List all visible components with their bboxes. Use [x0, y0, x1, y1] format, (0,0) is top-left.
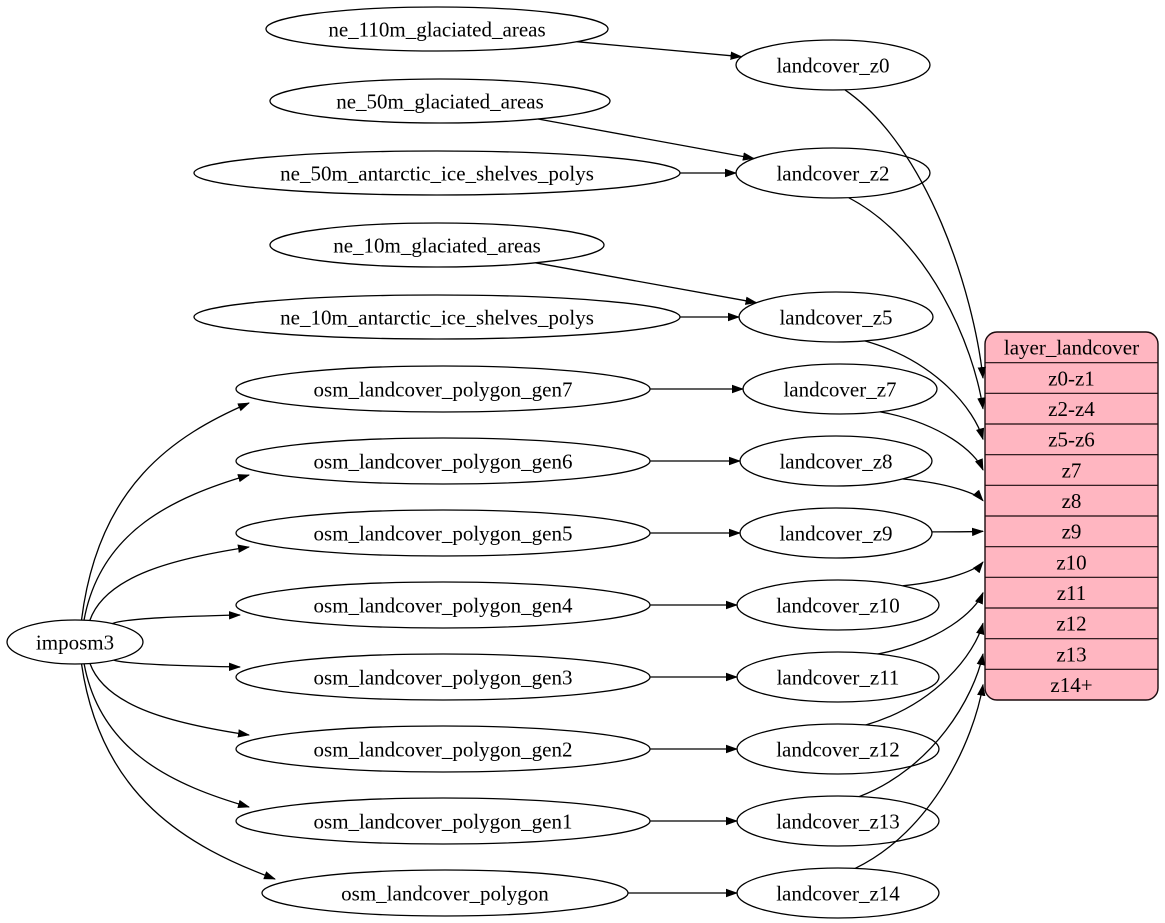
edge-ne_50m_glaciated_areas-to-landcover_z2	[537, 118, 755, 161]
node-ne_50m_glaciated_areas: ne_50m_glaciated_areas	[269, 78, 611, 124]
node-label-landcover_z7: landcover_z7	[783, 377, 896, 401]
node-osm_landcover_polygon_gen7: osm_landcover_polygon_gen7	[235, 365, 651, 413]
edge-imposm3-to-osm_landcover_polygon_gen5	[89, 544, 250, 621]
node-label-landcover_z10: landcover_z10	[776, 593, 900, 617]
edge-imposm3-to-osm_landcover_polygon_gen3	[113, 659, 241, 672]
node-label-ne_50m_antarctic_ice_shelves_polys: ne_50m_antarctic_ice_shelves_polys	[280, 161, 594, 185]
node-ne_110m_glaciated_areas: ne_110m_glaciated_areas	[265, 6, 609, 52]
node-label-osm_landcover_polygon: osm_landcover_polygon	[341, 881, 549, 905]
node-label-ne_10m_glaciated_areas: ne_10m_glaciated_areas	[333, 233, 541, 257]
node-ne_10m_antarctic_ice_shelves_polys: ne_10m_antarctic_ice_shelves_polys	[193, 294, 681, 340]
edge-landcover_z0-to-row-z0-z1	[844, 89, 986, 379]
edges-layer	[80, 41, 986, 898]
node-ellipse-ne_10m_glaciated_areas	[269, 222, 605, 268]
node-osm_landcover_polygon_gen5: osm_landcover_polygon_gen5	[235, 509, 651, 557]
table-row-z7: z7	[1062, 458, 1082, 482]
node-label-imposm3: imposm3	[36, 630, 114, 654]
table-row-z2-z4: z2-z4	[1048, 397, 1095, 421]
edge-landcover_z2-to-row-z2-z4	[848, 197, 986, 410]
node-landcover_z10: landcover_z10	[736, 579, 940, 631]
node-imposm3: imposm3	[6, 619, 144, 665]
node-label-osm_landcover_polygon_gen3: osm_landcover_polygon_gen3	[314, 665, 573, 689]
table-row-z12: z12	[1056, 612, 1086, 636]
table-layer-landcover: layer_landcover z0-z1 z2-z4 z5-z6 z7 z8 z9 z10 z…	[984, 331, 1159, 701]
node-label-osm_landcover_polygon_gen7: osm_landcover_polygon_gen7	[314, 377, 573, 401]
table-row-z14+: z14+	[1050, 673, 1092, 697]
node-label-landcover_z14: landcover_z14	[776, 881, 900, 905]
edge-imposm3-to-osm_landcover_polygon	[80, 663, 276, 880]
node-ellipse-ne_110m_glaciated_areas	[265, 6, 609, 52]
node-label-osm_landcover_polygon_gen5: osm_landcover_polygon_gen5	[314, 521, 573, 545]
edge-landcover_z5-to-row-z5-z6	[864, 340, 985, 441]
edge-imposm3-to-osm_landcover_polygon_gen7	[80, 402, 250, 621]
node-landcover_z0: landcover_z0	[735, 39, 931, 91]
table-row-z13: z13	[1056, 642, 1086, 666]
node-label-landcover_z13: landcover_z13	[776, 809, 900, 833]
node-label-landcover_z11: landcover_z11	[777, 665, 900, 689]
table-row-z0-z1: z0-z1	[1048, 366, 1095, 390]
node-landcover_z12: landcover_z12	[736, 723, 940, 775]
node-label-osm_landcover_polygon_gen2: osm_landcover_polygon_gen2	[314, 737, 573, 761]
node-label-landcover_z12: landcover_z12	[776, 737, 900, 761]
node-label-landcover_z5: landcover_z5	[779, 305, 892, 329]
node-ne_50m_antarctic_ice_shelves_polys: ne_50m_antarctic_ice_shelves_polys	[193, 150, 681, 196]
node-ellipse-ne_50m_glaciated_areas	[269, 78, 611, 124]
node-osm_landcover_polygon: osm_landcover_polygon	[261, 869, 629, 917]
edge-landcover_z13-to-row-z13	[858, 653, 985, 798]
node-label-landcover_z0: landcover_z0	[776, 53, 889, 77]
node-osm_landcover_polygon_gen2: osm_landcover_polygon_gen2	[235, 725, 651, 773]
edge-imposm3-to-osm_landcover_polygon_gen6	[83, 474, 250, 621]
node-osm_landcover_polygon_gen3: osm_landcover_polygon_gen3	[235, 653, 651, 701]
node-landcover_z2: landcover_z2	[735, 147, 931, 199]
edge-landcover_z7-to-row-z7	[880, 411, 984, 471]
node-landcover_z13: landcover_z13	[736, 795, 940, 847]
node-landcover_z7: landcover_z7	[742, 363, 938, 415]
node-landcover_z9: landcover_z9	[739, 507, 933, 559]
edge-imposm3-to-osm_landcover_polygon_gen1	[83, 663, 250, 808]
table-row-z10: z10	[1056, 550, 1086, 574]
edge-imposm3-to-osm_landcover_polygon_gen2	[89, 663, 250, 738]
table-row-z11: z11	[1057, 581, 1087, 605]
table-row-z9: z9	[1062, 520, 1082, 544]
node-ellipse-landcover_z0	[735, 39, 931, 91]
node-osm_landcover_polygon_gen4: osm_landcover_polygon_gen4	[235, 581, 651, 629]
edge-landcover_z12-to-row-z12	[865, 622, 985, 726]
node-label-landcover_z8: landcover_z8	[779, 449, 892, 473]
edge-landcover_z14-to-row-z14+	[854, 683, 986, 869]
table-row-z8: z8	[1062, 489, 1082, 513]
node-landcover_z5: landcover_z5	[738, 291, 934, 343]
node-osm_landcover_polygon_gen1: osm_landcover_polygon_gen1	[235, 797, 651, 845]
edge-landcover_z9-to-row-z9	[931, 527, 984, 537]
node-label-ne_50m_glaciated_areas: ne_50m_glaciated_areas	[336, 89, 544, 113]
node-landcover_z11: landcover_z11	[736, 651, 940, 703]
node-label-osm_landcover_polygon_gen6: osm_landcover_polygon_gen6	[314, 449, 573, 473]
node-label-landcover_z2: landcover_z2	[776, 161, 889, 185]
node-osm_landcover_polygon_gen6: osm_landcover_polygon_gen6	[235, 437, 651, 485]
nodes-layer: imposm3 ne_110m_glaciated_areas ne_50m_gla…	[6, 6, 940, 919]
table-title: layer_landcover	[1004, 336, 1139, 360]
node-label-landcover_z9: landcover_z9	[779, 521, 892, 545]
node-ellipse-imposm3	[6, 619, 144, 665]
node-label-osm_landcover_polygon_gen4: osm_landcover_polygon_gen4	[314, 593, 573, 617]
node-ne_10m_glaciated_areas: ne_10m_glaciated_areas	[269, 222, 605, 268]
edge-ne_10m_glaciated_areas-to-landcover_z5	[535, 262, 758, 305]
node-landcover_z14: landcover_z14	[736, 867, 940, 919]
node-label-ne_10m_antarctic_ice_shelves_polys: ne_10m_antarctic_ice_shelves_polys	[280, 305, 594, 329]
edge-landcover_z8-to-row-z8	[902, 478, 984, 502]
edge-imposm3-to-osm_landcover_polygon_gen4	[112, 611, 241, 625]
edge-landcover_z10-to-row-z10	[902, 561, 984, 587]
table-row-z5-z6: z5-z6	[1048, 428, 1095, 452]
edge-landcover_z11-to-row-z11	[877, 591, 984, 655]
node-label-osm_landcover_polygon_gen1: osm_landcover_polygon_gen1	[314, 809, 573, 833]
edge-ne_110m_glaciated_areas-to-landcover_z0	[576, 41, 743, 60]
node-landcover_z8: landcover_z8	[739, 435, 933, 487]
node-label-ne_110m_glaciated_areas: ne_110m_glaciated_areas	[328, 17, 545, 41]
